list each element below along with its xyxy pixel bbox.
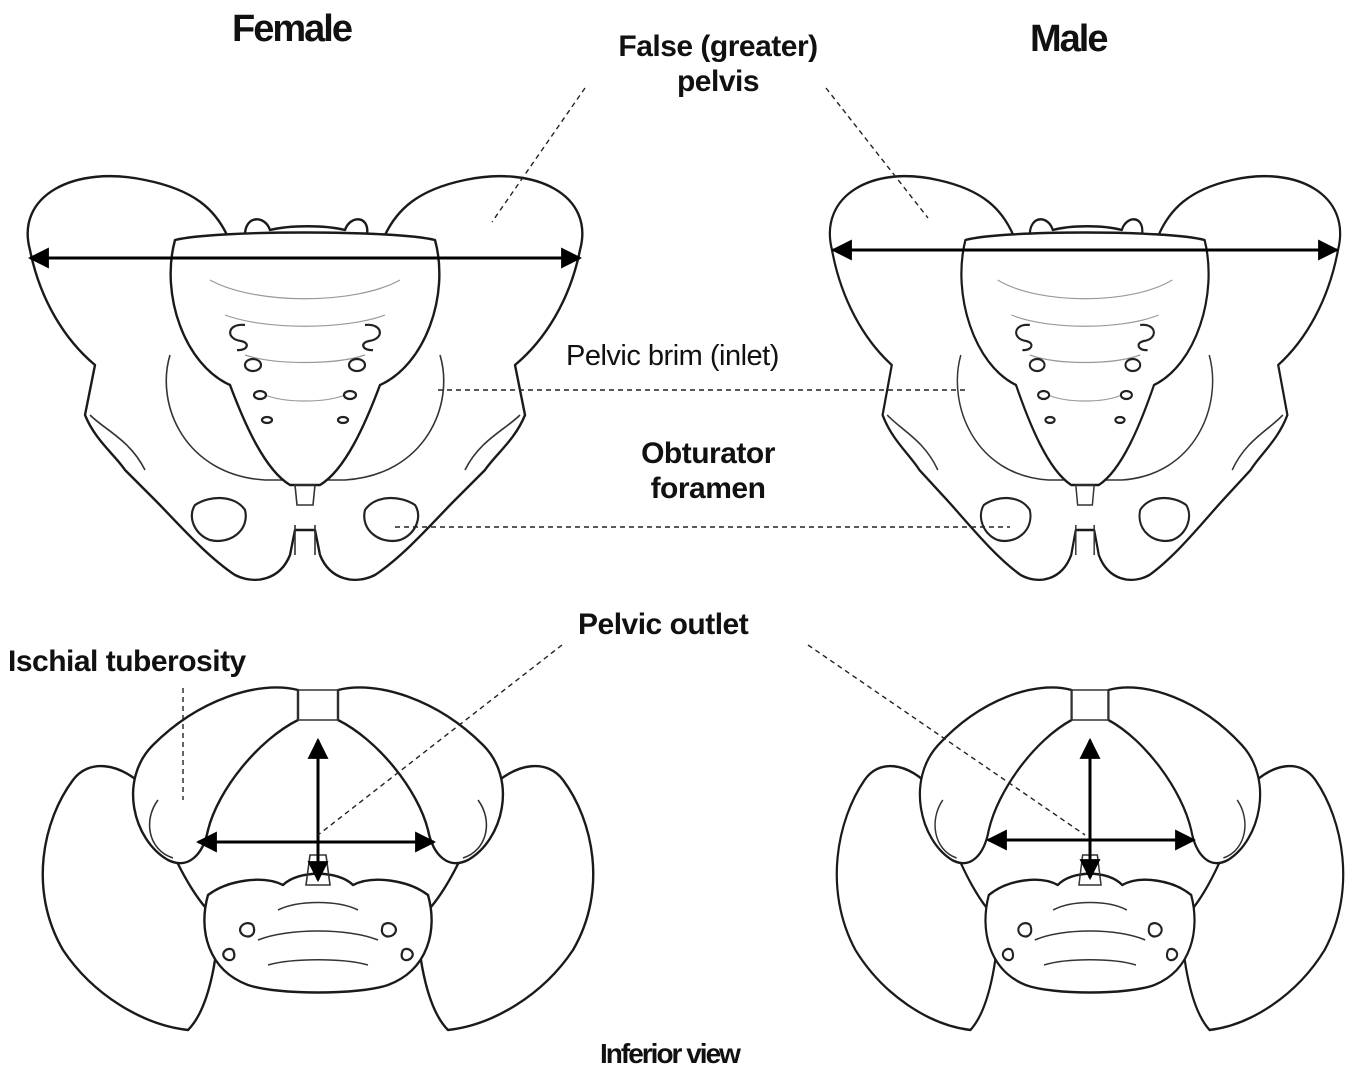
female-pelvis-front bbox=[28, 176, 583, 580]
male-pelvis-front bbox=[830, 176, 1340, 580]
